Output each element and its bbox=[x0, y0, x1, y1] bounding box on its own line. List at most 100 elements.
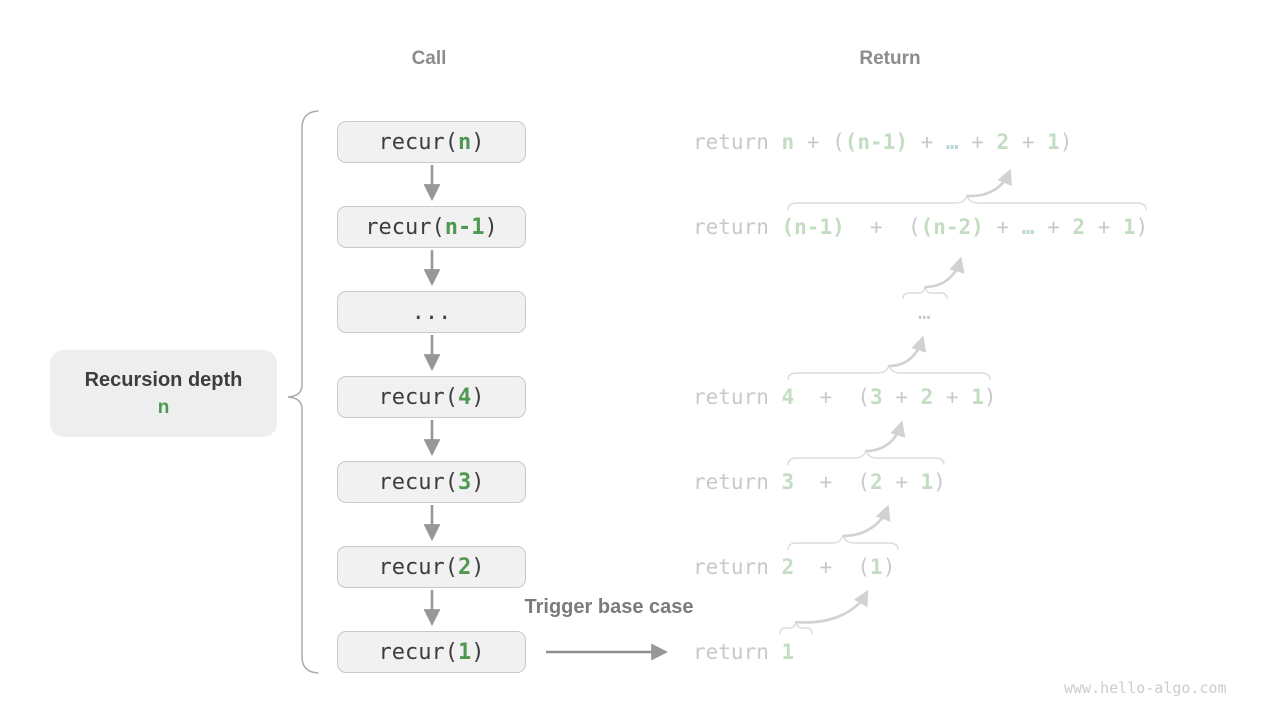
return-row-1: return 1 bbox=[693, 638, 794, 666]
code-token: 2 bbox=[457, 554, 472, 580]
return-row-ellipsis: … bbox=[918, 298, 931, 326]
code-token: ) bbox=[933, 470, 946, 494]
trigger-base-case-label: Trigger base case bbox=[524, 596, 694, 618]
code-token: + bbox=[844, 215, 908, 239]
code-token: + bbox=[794, 130, 833, 154]
code-token: ( bbox=[857, 385, 871, 409]
code-token: ) bbox=[1135, 215, 1149, 239]
code-token: 1 bbox=[457, 639, 472, 665]
call-box-recur-3: recur(3) bbox=[337, 461, 526, 503]
substitution-arrow-5 bbox=[842, 504, 891, 538]
code-token: … bbox=[1021, 215, 1035, 239]
code-token: return bbox=[693, 130, 782, 154]
code-token: 1 bbox=[1122, 215, 1136, 239]
code-token: + bbox=[1034, 215, 1073, 239]
code-token: 4 bbox=[457, 384, 472, 410]
code-token: return bbox=[693, 555, 782, 579]
return-row-2: return 2 + (1) bbox=[693, 553, 895, 581]
substitution-arrow-3 bbox=[888, 335, 927, 368]
return-row-4: return 4 + (3 + 2 + 1) bbox=[693, 383, 997, 411]
code-token: recur( bbox=[365, 214, 445, 240]
code-token: 1 bbox=[971, 385, 984, 409]
code-token: ) bbox=[471, 469, 485, 495]
code-token: + bbox=[794, 555, 858, 579]
overbrace-row-7 bbox=[779, 620, 813, 635]
return-row-3: return 3 + (2 + 1) bbox=[693, 468, 946, 496]
code-token: ( bbox=[832, 130, 845, 154]
code-token: 1 bbox=[1047, 130, 1060, 154]
recursion-depth-title: Recursion depth bbox=[84, 368, 243, 391]
recursion-depth-label: Recursion depth n bbox=[50, 350, 277, 437]
code-token: (n-2) bbox=[920, 215, 984, 239]
code-token: + bbox=[933, 385, 972, 409]
code-token: ( bbox=[907, 215, 921, 239]
call-box-recur-n: recur(n) bbox=[337, 121, 526, 163]
code-token: … bbox=[945, 130, 959, 154]
code-token: recur( bbox=[378, 554, 458, 580]
code-token: 4 bbox=[781, 385, 795, 409]
code-token: + bbox=[958, 130, 997, 154]
recursion-depth-brace bbox=[287, 110, 319, 674]
recursion-depth-value: n bbox=[157, 396, 170, 418]
code-token: 3 bbox=[781, 470, 795, 494]
code-token: 1 bbox=[920, 470, 934, 494]
code-token: ) bbox=[882, 555, 896, 579]
code-token: 3 bbox=[457, 469, 472, 495]
code-token: 1 bbox=[870, 555, 883, 579]
code-token: 2 bbox=[781, 555, 795, 579]
overbrace-row-2 bbox=[787, 194, 1147, 211]
substitution-arrow-6 bbox=[795, 589, 869, 624]
call-box-ellipsis: ... bbox=[337, 291, 526, 333]
call-box-recur-2: recur(2) bbox=[337, 546, 526, 588]
code-token: … bbox=[918, 300, 931, 324]
call-column-header: Call bbox=[411, 48, 447, 69]
code-token: ( bbox=[857, 470, 871, 494]
code-token: ) bbox=[471, 554, 485, 580]
code-token: recur( bbox=[378, 384, 458, 410]
code-token: (n-1) bbox=[781, 215, 845, 239]
call-box-recur-n-1: recur(n-1) bbox=[337, 206, 526, 248]
code-token: n bbox=[457, 129, 472, 155]
code-token: 2 bbox=[870, 470, 883, 494]
code-token: ) bbox=[471, 384, 485, 410]
code-token: 2 bbox=[996, 130, 1010, 154]
substitution-arrow-1 bbox=[966, 168, 1012, 198]
code-token: return bbox=[693, 640, 782, 664]
code-token: n bbox=[781, 130, 795, 154]
code-token: 2 bbox=[1072, 215, 1086, 239]
substitution-arrow-2 bbox=[924, 256, 965, 289]
code-token: return bbox=[693, 215, 782, 239]
code-token: 3 bbox=[870, 385, 883, 409]
code-token: + bbox=[882, 385, 921, 409]
substitution-arrow-4 bbox=[865, 420, 906, 453]
code-token: ( bbox=[857, 555, 871, 579]
code-token: recur( bbox=[378, 129, 458, 155]
code-token: 1 bbox=[781, 640, 795, 664]
code-token: n-1 bbox=[444, 214, 485, 240]
watermark: www.hello-algo.com bbox=[1064, 679, 1227, 697]
code-token: ) bbox=[983, 385, 997, 409]
code-token: return bbox=[693, 470, 782, 494]
call-box-recur-1: recur(1) bbox=[337, 631, 526, 673]
code-token: 2 bbox=[920, 385, 934, 409]
code-token: recur( bbox=[378, 639, 458, 665]
code-token: + bbox=[882, 470, 921, 494]
return-column-header: Return bbox=[859, 48, 921, 69]
code-token: + bbox=[1009, 130, 1048, 154]
call-box-recur-4: recur(4) bbox=[337, 376, 526, 418]
code-token: recur( bbox=[378, 469, 458, 495]
return-row-n-1: return (n-1) + ((n-2) + … + 2 + 1) bbox=[693, 213, 1148, 241]
code-token: + bbox=[794, 470, 858, 494]
code-token: + bbox=[1085, 215, 1123, 239]
return-row-n: return n + ((n-1) + … + 2 + 1) bbox=[693, 128, 1072, 156]
code-token: (n-1) bbox=[844, 130, 908, 154]
code-token: + bbox=[983, 215, 1022, 239]
code-token: ... bbox=[411, 299, 452, 325]
code-token: ) bbox=[1059, 130, 1073, 154]
code-token: + bbox=[907, 130, 946, 154]
code-token: ) bbox=[484, 214, 498, 240]
code-token: + bbox=[794, 385, 858, 409]
code-token: return bbox=[693, 385, 782, 409]
